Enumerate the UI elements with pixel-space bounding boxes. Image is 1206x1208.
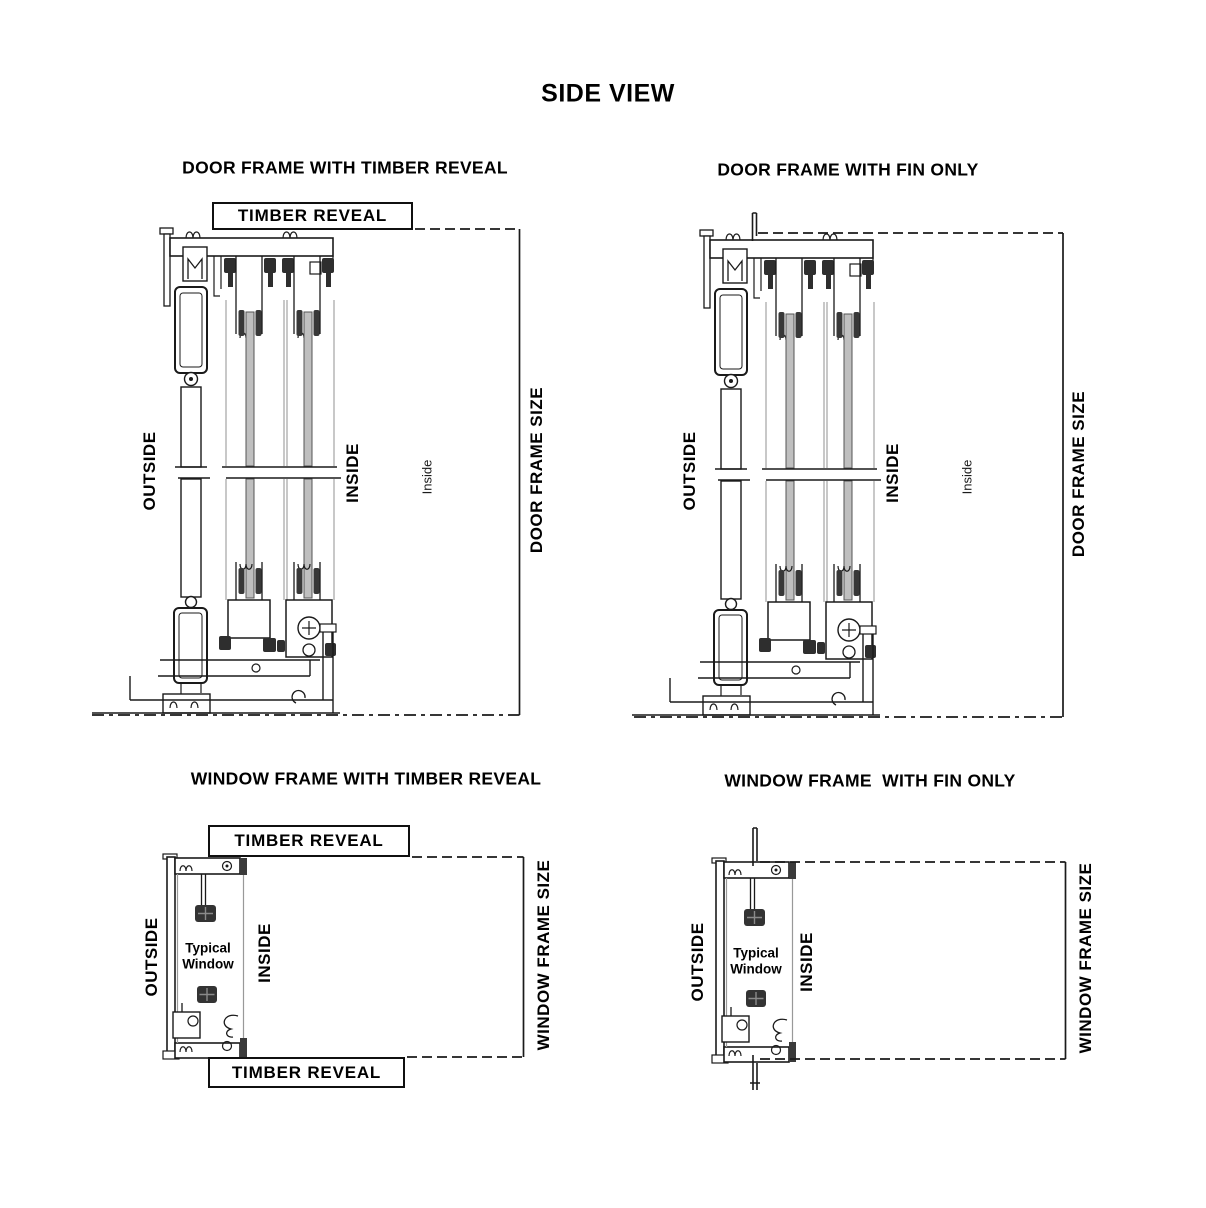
timber-reveal-label: TIMBER REVEAL: [237, 206, 388, 225]
door-timber-inside-label: INSIDE: [343, 443, 362, 503]
window-fin-inside-label: INSIDE: [797, 932, 816, 992]
door-fin-inside-note: Inside: [959, 459, 975, 495]
timber-reveal-label: TIMBER REVEAL: [231, 1062, 382, 1082]
window-fin-typical-window-note: Typical Window: [730, 946, 782, 979]
window-fin-drawing: [711, 827, 1067, 1090]
nail-fin-bottom: [750, 1055, 760, 1090]
window-timber-outside-label: OUTSIDE: [142, 917, 161, 997]
typical-window-line1: Typical: [733, 945, 779, 961]
window-fin-title: WINDOW FRAME WITH FIN ONLY: [724, 770, 1016, 791]
window-timber-typical-window-note: Typical Window: [182, 941, 234, 974]
nail-fin-top: [752, 827, 758, 866]
door-fin-title: DOOR FRAME WITH FIN ONLY: [717, 159, 979, 180]
typical-window-line2: Window: [182, 957, 234, 972]
window-timber-frame-size-label: WINDOW FRAME SIZE: [534, 859, 553, 1051]
window-timber-reveal-box-bottom: TIMBER REVEAL: [208, 1057, 405, 1088]
door-fin-frame-size-label: DOOR FRAME SIZE: [1069, 390, 1088, 558]
door-fin-drawing: [631, 212, 1064, 718]
door-timber-drawing: [91, 227, 521, 716]
page-title: SIDE VIEW: [541, 79, 675, 108]
nail-fin: [751, 212, 758, 241]
window-timber-reveal-box-top: TIMBER REVEAL: [208, 825, 410, 857]
typical-window-line1: Typical: [185, 940, 231, 956]
window-fin-frame-size-label: WINDOW FRAME SIZE: [1076, 862, 1095, 1054]
window-timber-title: WINDOW FRAME WITH TIMBER REVEAL: [190, 768, 542, 789]
typical-window-line2: Window: [730, 962, 782, 977]
door-timber-title: DOOR FRAME WITH TIMBER REVEAL: [182, 157, 508, 178]
door-timber-outside-label: OUTSIDE: [140, 431, 159, 511]
door-timber-frame-size-label: DOOR FRAME SIZE: [527, 386, 546, 554]
door-timber-reveal-box: TIMBER REVEAL: [212, 202, 413, 230]
door-fin-outside-label: OUTSIDE: [680, 431, 699, 511]
timber-reveal-label: TIMBER REVEAL: [234, 831, 384, 850]
window-timber-drawing: [162, 853, 525, 1060]
window-fin-outside-label: OUTSIDE: [688, 922, 707, 1002]
door-timber-inside-note: Inside: [419, 459, 435, 495]
door-fin-inside-label: INSIDE: [883, 443, 902, 503]
window-timber-inside-label: INSIDE: [255, 923, 274, 983]
